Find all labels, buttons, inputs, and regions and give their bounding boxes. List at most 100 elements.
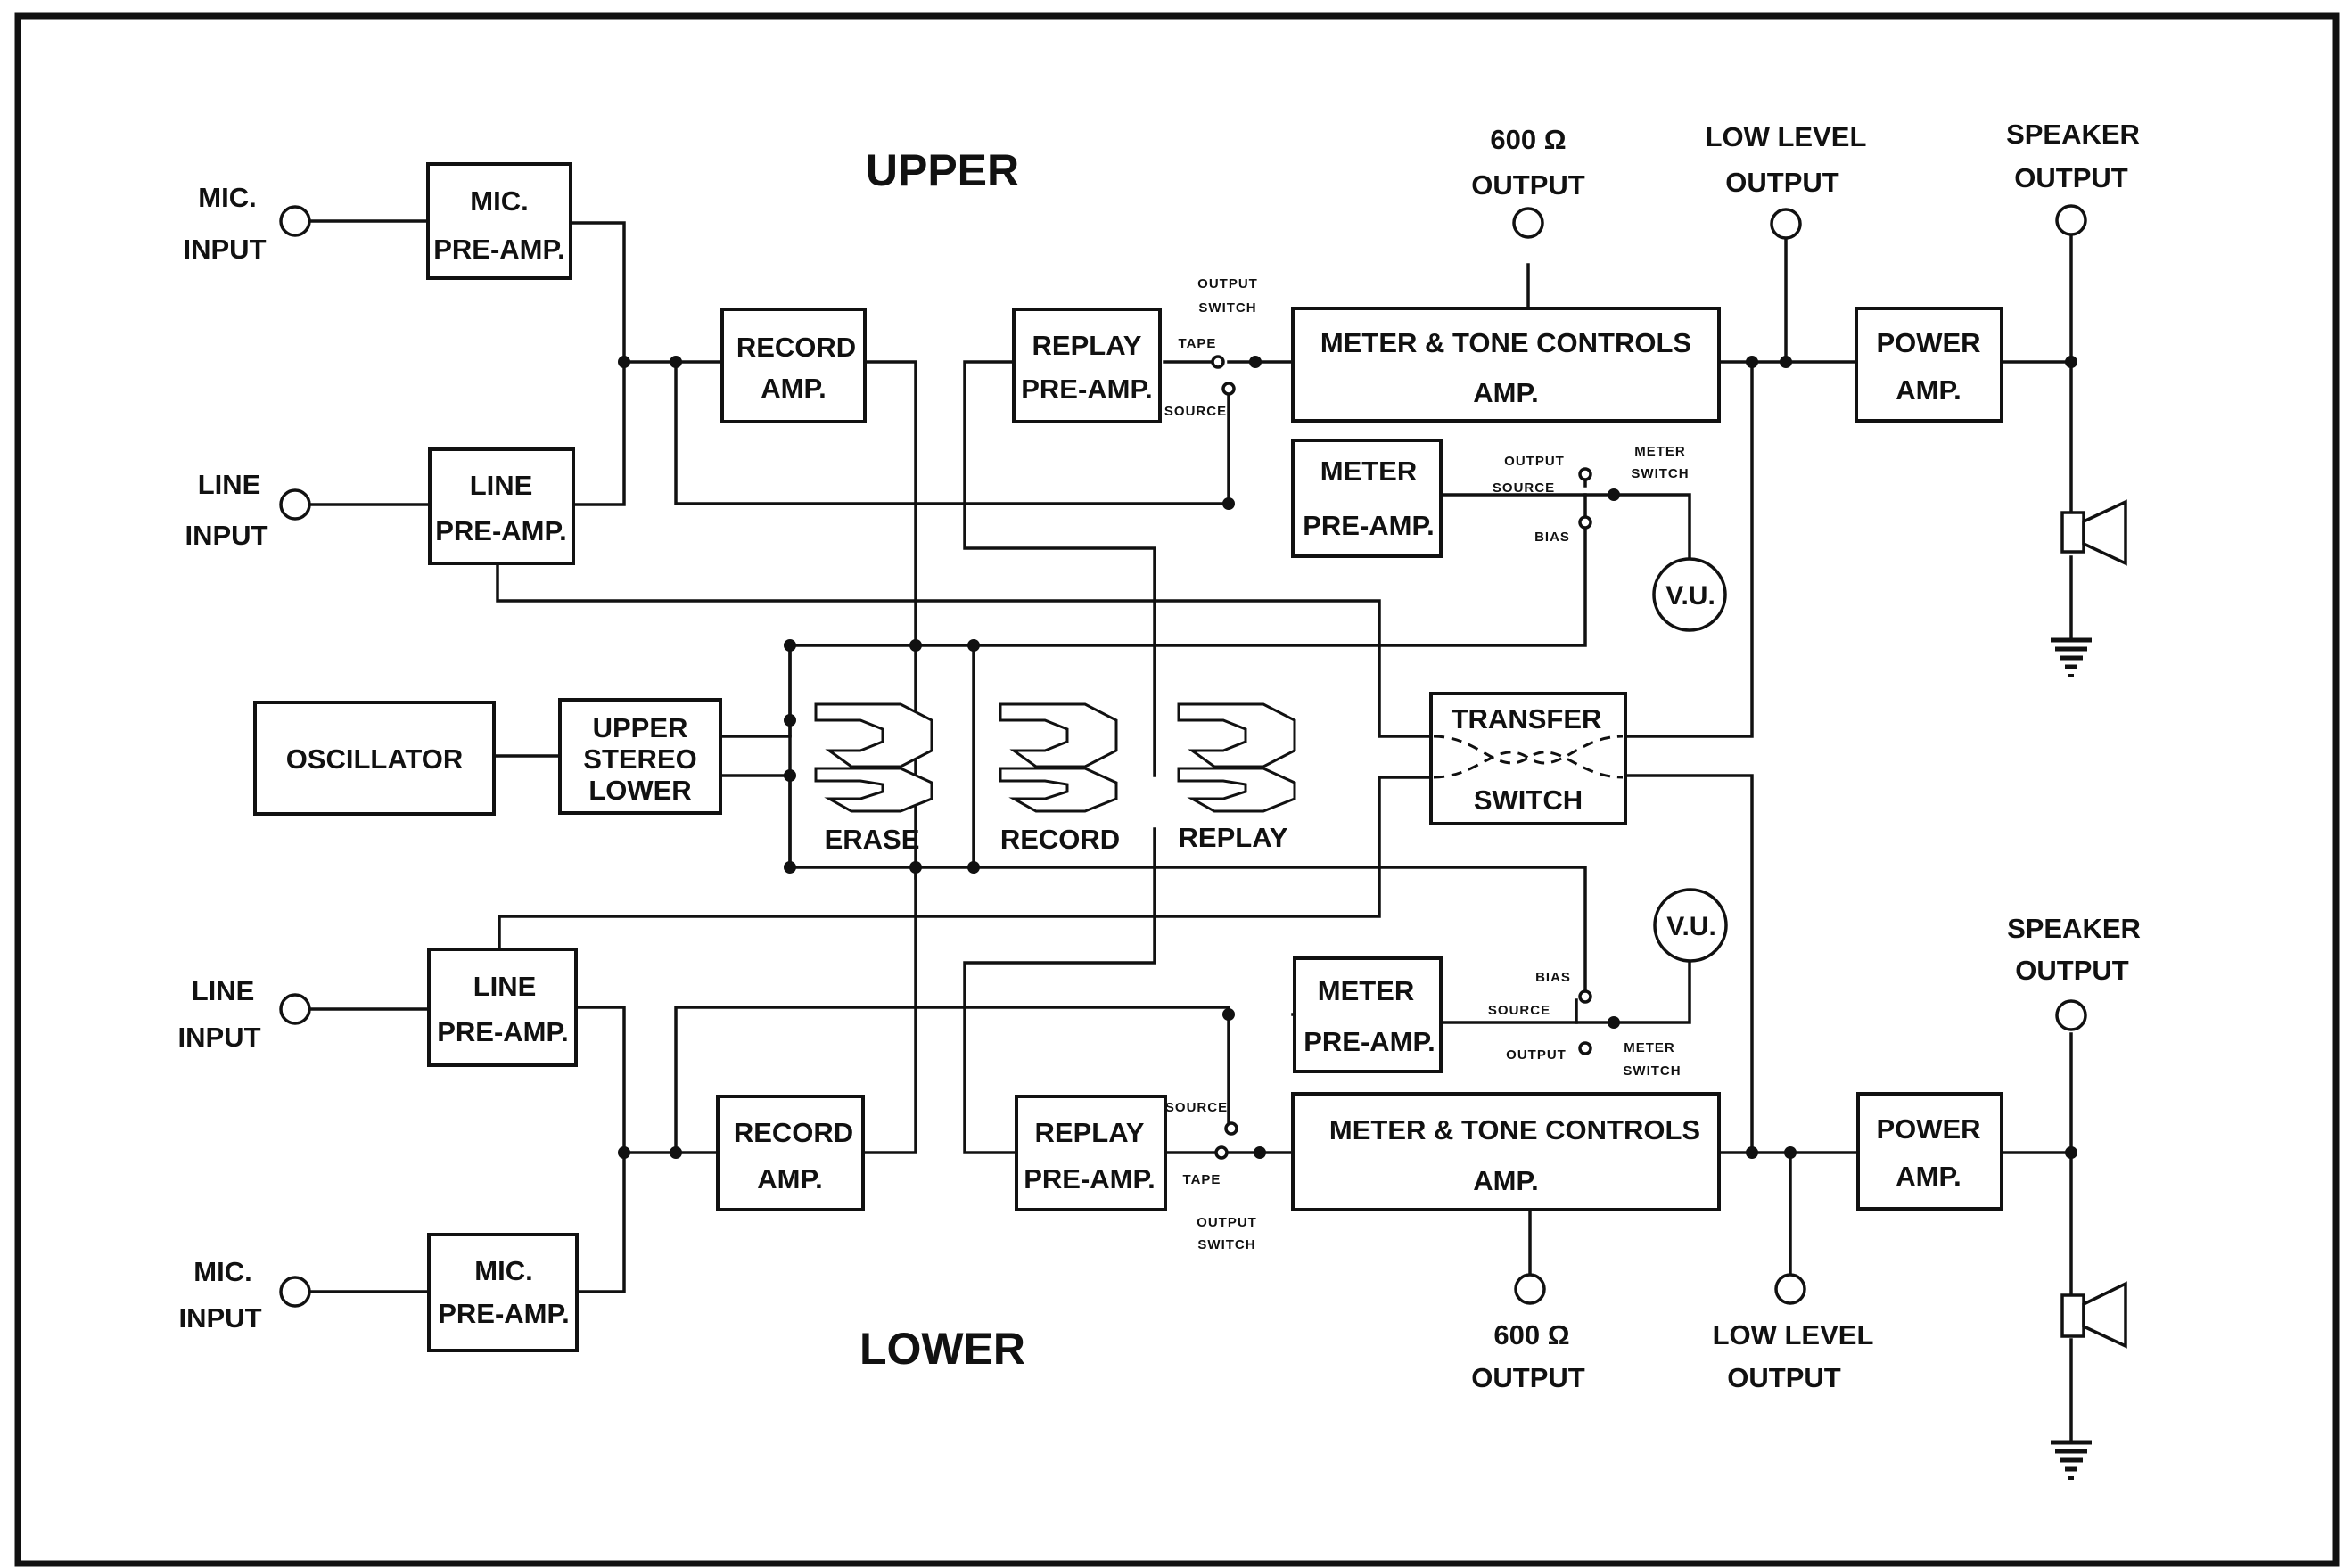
- upper-record-amp-label-1: RECORD: [736, 332, 856, 363]
- upper-speaker-output-label-2: OUTPUT: [2014, 162, 2128, 193]
- upper-line-preamp-label-2: PRE-AMP.: [435, 515, 567, 546]
- upper-line-preamp-label-1: LINE: [470, 470, 533, 501]
- lower-output-switch-label-1: OUTPUT: [1197, 1215, 1257, 1230]
- upper-output-switch-tape-contact[interactable]: [1211, 355, 1225, 369]
- upper-meter-switch-bias-contact[interactable]: [1578, 515, 1592, 530]
- upper-output-switch-source: SOURCE: [1164, 404, 1227, 419]
- upper-meter-switch: OUTPUT SOURCE BIAS METER SWITCH: [1493, 444, 1689, 545]
- upper-meter-tone-label-1: METER & TONE CONTROLS: [1320, 327, 1691, 358]
- upper-meter-switch-output-contact[interactable]: [1578, 467, 1592, 481]
- upper-mic-input: MIC. INPUT: [184, 182, 311, 265]
- lower-meter-preamp-label-1: METER: [1318, 975, 1415, 1006]
- lower-line-input-label-2: INPUT: [178, 1022, 261, 1053]
- lower-output-switch-tape-contact[interactable]: [1214, 1145, 1229, 1160]
- lower-line-input-label-1: LINE: [192, 975, 255, 1006]
- lower-meter-switch-label-1: METER: [1624, 1040, 1675, 1055]
- lower-output-switch-label-2: SWITCH: [1197, 1237, 1255, 1252]
- upper-meter-tone-label-2: AMP.: [1473, 377, 1539, 408]
- lower-line-input-jack[interactable]: [279, 993, 311, 1025]
- lower-power-amp-label-1: POWER: [1876, 1113, 1980, 1145]
- upper-low-level-jack[interactable]: [1770, 208, 1802, 240]
- lower-output-switch: SOURCE TAPE OUTPUT SWITCH: [1165, 1100, 1257, 1252]
- transfer-switch: TRANSFER SWITCH: [1429, 692, 1627, 825]
- upper-meter-switch-output: OUTPUT: [1504, 454, 1565, 469]
- replay-head-icon: REPLAY: [1177, 702, 1296, 853]
- upper-output-switch-label-2: SWITCH: [1198, 300, 1256, 316]
- stereo-selector-label-2: STEREO: [583, 743, 696, 775]
- lower-meter-preamp-label-2: PRE-AMP.: [1304, 1026, 1435, 1057]
- diagram-frame: [14, 12, 2340, 1567]
- upper-output-switch-source-contact[interactable]: [1221, 382, 1236, 396]
- upper-line-input-jack[interactable]: [279, 488, 311, 521]
- upper-junctions: [618, 356, 2077, 652]
- transfer-switch-label-2: SWITCH: [1474, 784, 1583, 816]
- lower-mic-preamp-label-1: MIC.: [474, 1255, 532, 1286]
- lower-speaker-output-jack[interactable]: [2055, 999, 2087, 1031]
- lower-meter-tone-label-1: METER & TONE CONTROLS: [1329, 1114, 1700, 1145]
- lower-record-amp: RECORD AMP.: [716, 1095, 865, 1211]
- lower-600-output-jack[interactable]: [1514, 1273, 1546, 1305]
- lower-record-amp-label-2: AMP.: [757, 1163, 823, 1194]
- upper-record-amp-label-2: AMP.: [761, 373, 827, 404]
- lower-600-output-label-2: OUTPUT: [1471, 1362, 1585, 1393]
- lower-power-amp-label-2: AMP.: [1896, 1161, 1962, 1192]
- lower-600-output-label-1: 600 Ω: [1493, 1319, 1569, 1350]
- lower-speaker-output-label-1: SPEAKER: [2007, 913, 2141, 944]
- lower-replay-preamp-label-2: PRE-AMP.: [1024, 1163, 1156, 1194]
- upper-meter-switch-label-1: METER: [1634, 444, 1686, 459]
- lower-mic-preamp: MIC. PRE-AMP.: [427, 1233, 579, 1352]
- lower-low-level-jack[interactable]: [1774, 1273, 1806, 1305]
- lower-meter-switch-bias-contact[interactable]: [1578, 989, 1592, 1004]
- upper-low-level-label-1: LOW LEVEL: [1706, 121, 1867, 152]
- upper-vu-label: V.U.: [1665, 581, 1715, 611]
- lower-meter-switch-output-contact[interactable]: [1578, 1041, 1592, 1055]
- upper-ground-icon: [2051, 637, 2092, 677]
- upper-line-input-label-1: LINE: [198, 469, 261, 500]
- upper-replay-preamp: REPLAY PRE-AMP.: [1012, 308, 1162, 423]
- lower-vu-meter: V.U.: [1653, 888, 1728, 963]
- lower-line-input: LINE INPUT: [178, 975, 311, 1053]
- upper-replay-preamp-label-1: REPLAY: [1032, 330, 1142, 361]
- upper-600-output-label-1: 600 Ω: [1490, 124, 1566, 155]
- upper-meter-switch-label-2: SWITCH: [1631, 466, 1689, 481]
- oscillator: OSCILLATOR: [253, 701, 496, 816]
- lower-meter-switch-label-2: SWITCH: [1623, 1063, 1681, 1079]
- lower-line-preamp-label-1: LINE: [473, 971, 537, 1002]
- lower-mic-input-label-2: INPUT: [179, 1302, 262, 1334]
- upper-600-output-jack[interactable]: [1512, 207, 1544, 239]
- upper-output-switch-tape: TAPE: [1179, 336, 1217, 351]
- upper-power-amp-label-1: POWER: [1876, 327, 1980, 358]
- lower-output-switch-source-contact[interactable]: [1224, 1121, 1238, 1136]
- stereo-selector-label-3: LOWER: [588, 775, 691, 806]
- lower-replay-preamp: REPLAY PRE-AMP.: [1015, 1095, 1167, 1211]
- upper-mic-preamp: MIC. PRE-AMP.: [426, 162, 572, 280]
- upper-line-input-label-2: INPUT: [185, 520, 268, 551]
- stereo-selector: UPPER STEREO LOWER: [558, 698, 722, 815]
- upper-speaker-output: SPEAKER OUTPUT: [2006, 119, 2140, 236]
- transfer-switch-label-1: TRANSFER: [1452, 703, 1602, 735]
- upper-600-output: 600 Ω OUTPUT: [1471, 124, 1585, 239]
- lower-speaker-output-label-2: OUTPUT: [2015, 955, 2129, 986]
- lower-mic-input-jack[interactable]: [279, 1276, 311, 1308]
- lower-ground-icon: [2051, 1440, 2092, 1480]
- lower-mic-input-label-1: MIC.: [193, 1256, 251, 1287]
- lower-record-amp-label-1: RECORD: [734, 1117, 853, 1148]
- upper-speaker-output-jack[interactable]: [2055, 204, 2087, 236]
- lower-low-level-label-1: LOW LEVEL: [1713, 1319, 1874, 1350]
- upper-low-level-output: LOW LEVEL OUTPUT: [1706, 121, 1867, 240]
- upper-line-preamp: LINE PRE-AMP.: [428, 447, 575, 565]
- lower-600-output: 600 Ω OUTPUT: [1471, 1273, 1585, 1393]
- upper-speaker-output-label-1: SPEAKER: [2006, 119, 2140, 150]
- lower-mic-input: MIC. INPUT: [179, 1256, 311, 1334]
- lower-output-switch-source: SOURCE: [1165, 1100, 1228, 1115]
- upper-meter-preamp: METER PRE-AMP.: [1291, 439, 1443, 558]
- upper-vu-meter: V.U.: [1652, 557, 1727, 632]
- lower-meter-switch-bias: BIAS: [1535, 970, 1571, 985]
- oscillator-wiring: [492, 639, 980, 874]
- upper-mic-input-jack[interactable]: [279, 205, 311, 237]
- upper-power-amp: POWER AMP.: [1855, 307, 2003, 423]
- upper-loudspeaker-icon: [2060, 499, 2127, 566]
- lower-line-preamp-label-2: PRE-AMP.: [437, 1016, 569, 1047]
- upper-meter-switch-bias: BIAS: [1534, 530, 1570, 545]
